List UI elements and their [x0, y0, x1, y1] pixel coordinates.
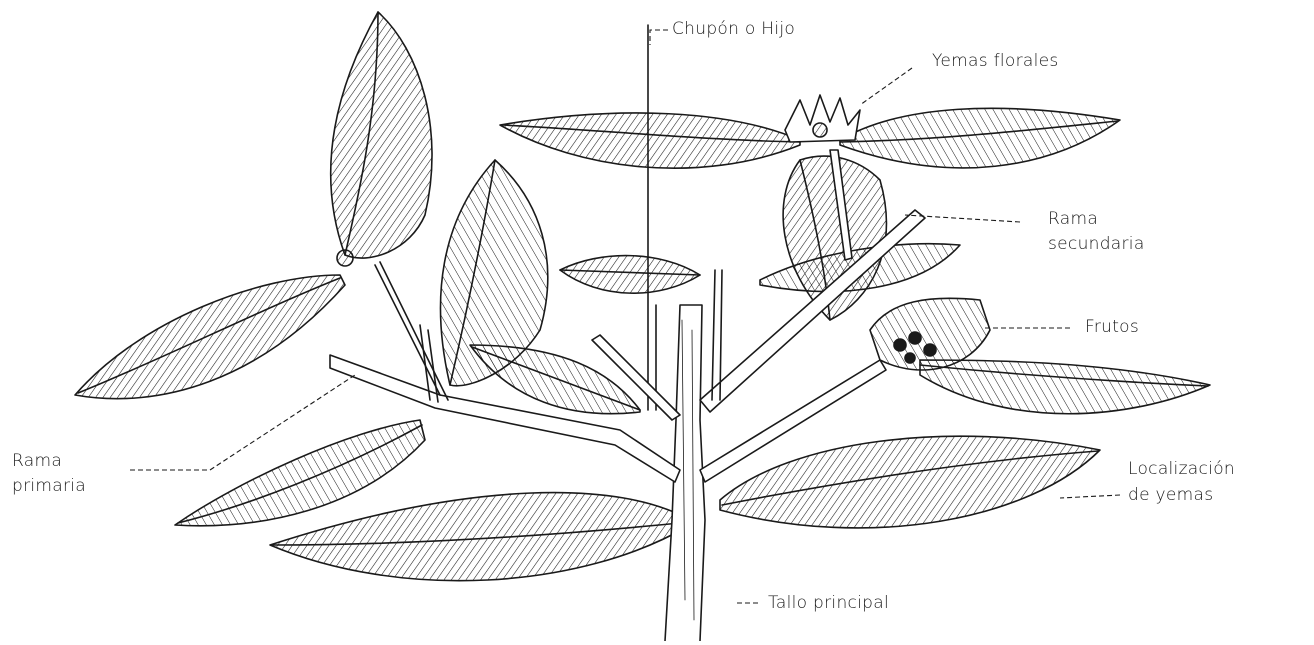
label-chupon: Chupón o Hijo — [672, 18, 795, 40]
label-localizacion-line2: de yemas — [1128, 484, 1213, 506]
leader-yemas-florales — [860, 68, 912, 105]
leaf-right-middle — [920, 360, 1210, 414]
leader-localizacion — [1060, 495, 1120, 498]
label-rama-primaria-line1: Rama — [12, 450, 62, 472]
label-rama-secundaria-line2: secundaria — [1048, 233, 1145, 255]
leaf-top-right-right — [840, 108, 1120, 168]
leaf-bottom-left — [270, 493, 690, 581]
leaf-left-upper — [75, 275, 345, 399]
label-rama-secundaria-line1: Rama — [1048, 208, 1098, 230]
leaf-left-lower — [175, 420, 425, 526]
flower-buds — [785, 95, 860, 142]
label-localizacion-line1: Localización — [1128, 458, 1235, 480]
node-bud-left — [337, 250, 353, 266]
leaf-right-lower — [720, 436, 1100, 528]
label-frutos: Frutos — [1085, 316, 1139, 338]
label-yemas-florales: Yemas florales — [932, 50, 1059, 72]
sucker-shoot — [648, 25, 656, 410]
leaf-center-small — [560, 256, 700, 294]
label-rama-primaria-line2: primaria — [12, 475, 86, 497]
leaf-top-left — [331, 12, 432, 258]
label-tallo-principal: Tallo principal — [768, 592, 889, 614]
leader-chupon — [650, 30, 668, 45]
leaf-top-right-left — [500, 113, 800, 168]
fruits-cluster — [870, 298, 990, 370]
